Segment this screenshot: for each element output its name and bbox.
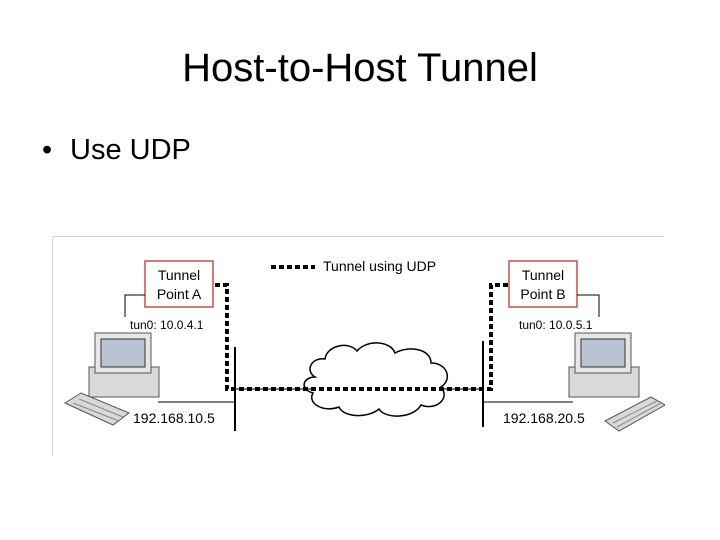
tun-b-address: tun0: 10.0.5.1 (519, 318, 593, 332)
tunnel-point-a-box (144, 260, 214, 308)
tunnel-point-b-box (508, 260, 578, 308)
internet-cloud-icon (303, 342, 449, 417)
bullet-list: • Use UDP (42, 130, 191, 170)
legend-label: Tunnel using UDP (323, 258, 436, 274)
diagram-canvas: Tunnel using UDP Tunnel Point A tun0: 10… (63, 258, 665, 432)
tun-a-connector (124, 294, 145, 317)
tunnel-point-a-line2: Point A (157, 286, 202, 302)
host-a-address: 192.168.10.5 (133, 410, 215, 426)
tun-a-address: tun0: 10.0.4.1 (130, 318, 204, 332)
bullet-text: Use UDP (70, 134, 191, 166)
bullet-item: • Use UDP (42, 130, 191, 170)
computer-b-icon (568, 332, 665, 432)
tunnel-point-b-line1: Tunnel (522, 267, 564, 283)
network-diagram: Tunnel using UDP Tunnel Point A tun0: 10… (52, 236, 665, 456)
tun-b-connector (577, 294, 600, 317)
computer-a-icon (63, 332, 160, 426)
slide-title: Host-to-Host Tunnel (182, 46, 538, 90)
tunnel-point-b-line2: Point B (520, 286, 565, 302)
host-b-address: 192.168.20.5 (503, 410, 585, 426)
tunnel-path (215, 283, 519, 391)
tunnel-point-a-line1: Tunnel (158, 267, 200, 283)
bullet-dot-icon: • (42, 134, 53, 166)
